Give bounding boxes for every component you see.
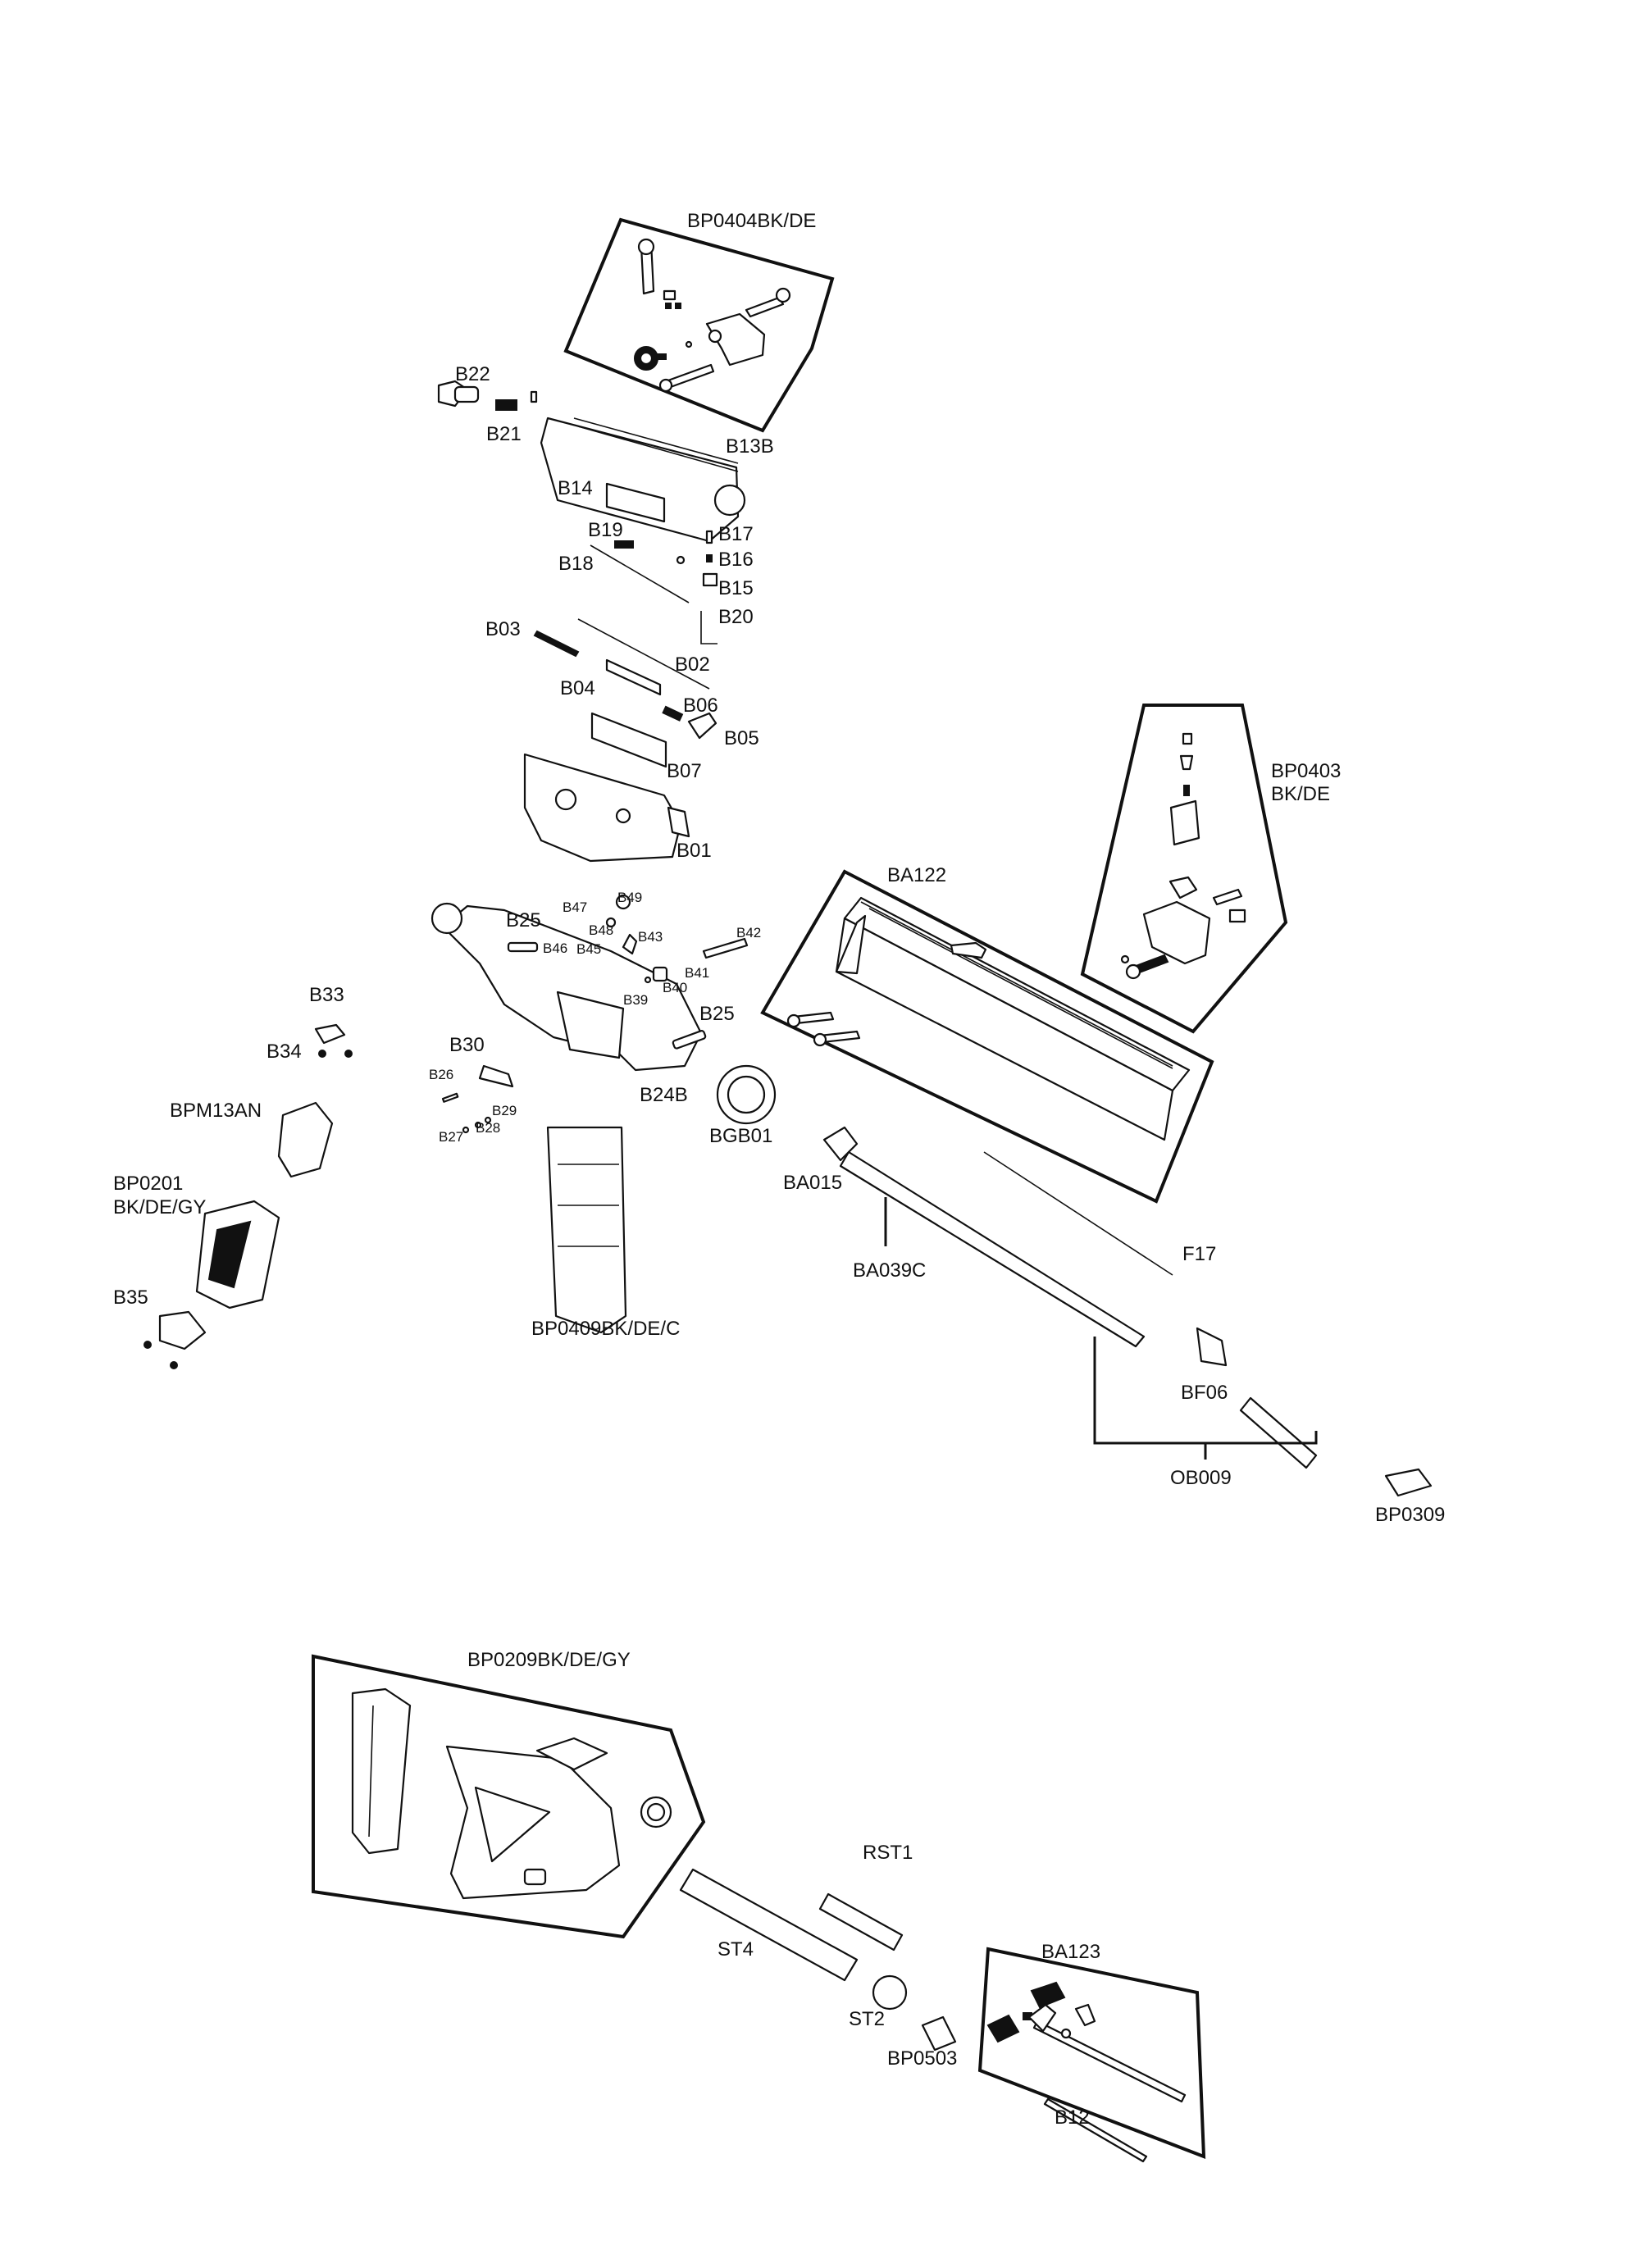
leader-lines (700, 611, 1318, 1460)
label-b40: B40 (663, 980, 687, 995)
grip-and-stock-parts (144, 1023, 514, 1369)
kit-bp0403-label: BP0403 (1271, 760, 1341, 782)
label-ba015: BA015 (783, 1172, 842, 1194)
label-b24b: B24B (640, 1084, 688, 1106)
kit-ba122-label: BA122 (887, 864, 946, 886)
label-b04: B04 (560, 677, 595, 699)
label-b16: B16 (718, 549, 754, 571)
label-b17: B17 (718, 523, 754, 545)
front-sight-parts (1120, 732, 1246, 980)
kit-ba122: BA122 (760, 864, 1214, 1204)
label-b42: B42 (736, 925, 761, 940)
label-b30: B30 (449, 1034, 485, 1056)
label-b29: B29 (492, 1103, 517, 1118)
lower-receiver (430, 894, 749, 1072)
label-bp0201: BP0201 (113, 1173, 183, 1195)
kit-bp0404: BP0404BK/DE (563, 210, 835, 433)
gearbox (523, 753, 690, 863)
label-b12: B12 (1055, 2106, 1090, 2129)
upper-small-parts (533, 482, 718, 768)
label-b47: B47 (563, 899, 587, 915)
rear-sight-parts (634, 238, 791, 393)
buffer-tube-parts (679, 1868, 1148, 2163)
label-b02: B02 (675, 654, 710, 676)
label-b27: B27 (439, 1129, 463, 1145)
label-b13b: B13B (726, 435, 774, 458)
label-f17: F17 (1182, 1243, 1216, 1265)
label-b34: B34 (266, 1041, 302, 1063)
label-b19: B19 (588, 519, 623, 541)
label-b01: B01 (676, 840, 712, 862)
charging-handle-parts (986, 1981, 1187, 2103)
part-labels: B22 B21 B13B B14 B19 B18 B17 B16 B15 B20… (113, 363, 1445, 2129)
label-bp0309: BP0309 (1375, 1504, 1445, 1526)
label-b26: B26 (429, 1067, 453, 1082)
label-ba039c: BA039C (853, 1259, 926, 1282)
kit-bp0404-label: BP0404BK/DE (687, 210, 816, 232)
label-bp0201-colors: BK/DE/GY (113, 1196, 206, 1218)
label-b20: B20 (718, 606, 754, 628)
kit-ba123: BA123 (977, 1941, 1206, 2159)
label-ob009: OB009 (1170, 1467, 1232, 1489)
label-bp0409: BP0409BK/DE/C (531, 1318, 680, 1340)
label-b49: B49 (617, 890, 642, 905)
label-b15: B15 (718, 577, 754, 599)
label-b07: B07 (667, 760, 702, 782)
label-b25-upper: B25 (506, 909, 541, 931)
label-b03: B03 (485, 618, 521, 640)
magazine (546, 1126, 627, 1334)
label-b43: B43 (638, 929, 663, 945)
label-b06: B06 (683, 695, 718, 717)
label-b21: B21 (486, 423, 522, 445)
label-bf06: BF06 (1181, 1382, 1228, 1404)
label-b45: B45 (576, 941, 601, 957)
label-b33: B33 (309, 984, 344, 1006)
label-st4: ST4 (718, 1938, 754, 1961)
label-b05: B05 (724, 727, 759, 749)
label-rst1: RST1 (863, 1842, 913, 1864)
label-b35: B35 (113, 1287, 148, 1309)
label-b46: B46 (543, 940, 567, 956)
kit-bp0209-label: BP0209BK/DE/GY (467, 1649, 631, 1671)
barrel-assembly (716, 1064, 1433, 1497)
label-bpm13an: BPM13AN (170, 1100, 262, 1122)
label-b18: B18 (558, 553, 594, 575)
label-b48: B48 (589, 922, 613, 938)
label-st2: ST2 (849, 2008, 885, 2030)
kit-bp0403: BP0403 BK/DE (1080, 704, 1341, 1034)
kit-bp0209: BP0209BK/DE/GY (312, 1649, 706, 1939)
label-b22: B22 (455, 363, 490, 385)
stock-parts (351, 1687, 672, 1900)
kit-bp0403-label-2: BK/DE (1271, 783, 1330, 805)
label-b28: B28 (476, 1120, 500, 1136)
label-bgb01: BGB01 (709, 1125, 772, 1147)
label-b25-lower: B25 (699, 1003, 735, 1025)
kit-ba123-label: BA123 (1041, 1941, 1100, 1963)
label-b39: B39 (623, 992, 648, 1008)
handguard (786, 896, 1191, 1141)
label-b14: B14 (558, 477, 593, 499)
label-bp0503: BP0503 (887, 2047, 957, 2070)
label-b41: B41 (685, 965, 709, 981)
